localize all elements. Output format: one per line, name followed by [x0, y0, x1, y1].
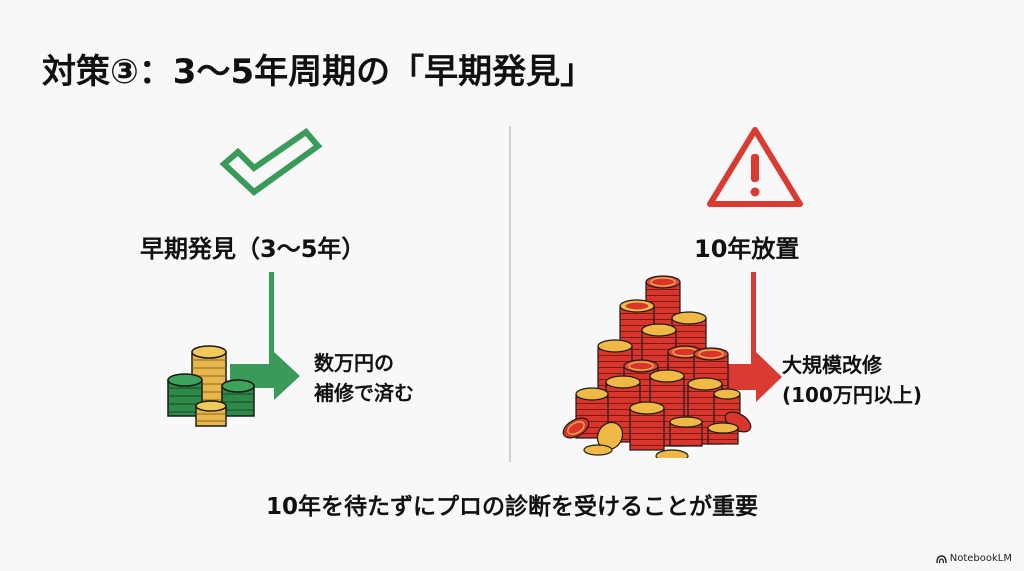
- left-result-text: 数万円の 補修で済む: [314, 348, 414, 408]
- right-heading: 10年放置: [694, 235, 800, 263]
- left-heading: 早期発見（3〜5年）: [140, 235, 366, 263]
- key-message: 10年を待たずにプロの診断を受けることが重要: [265, 494, 758, 520]
- left-connector-line: [269, 272, 274, 372]
- left-result-line1: 数万円の: [314, 351, 394, 375]
- brand-watermark: NotebookLM: [936, 553, 1012, 564]
- right-connector-line: [751, 272, 756, 367]
- checkmark-icon: [219, 128, 323, 196]
- left-result-line2: 補修で済む: [314, 381, 414, 405]
- warning-triangle-icon: [707, 127, 803, 207]
- slide-title: 対策③：3〜5年周期の「早期発見」: [42, 52, 595, 92]
- right-result-line1: 大規模改修: [782, 353, 882, 377]
- small-coin-stack-icon: [167, 345, 255, 427]
- brand-label: NotebookLM: [949, 553, 1012, 564]
- notebooklm-logo-icon: [936, 554, 947, 563]
- right-result-line2: (100万円以上): [782, 383, 923, 407]
- center-divider: [509, 126, 511, 462]
- large-coin-pile-icon: [562, 275, 752, 458]
- right-result-text: 大規模改修 (100万円以上): [782, 350, 922, 410]
